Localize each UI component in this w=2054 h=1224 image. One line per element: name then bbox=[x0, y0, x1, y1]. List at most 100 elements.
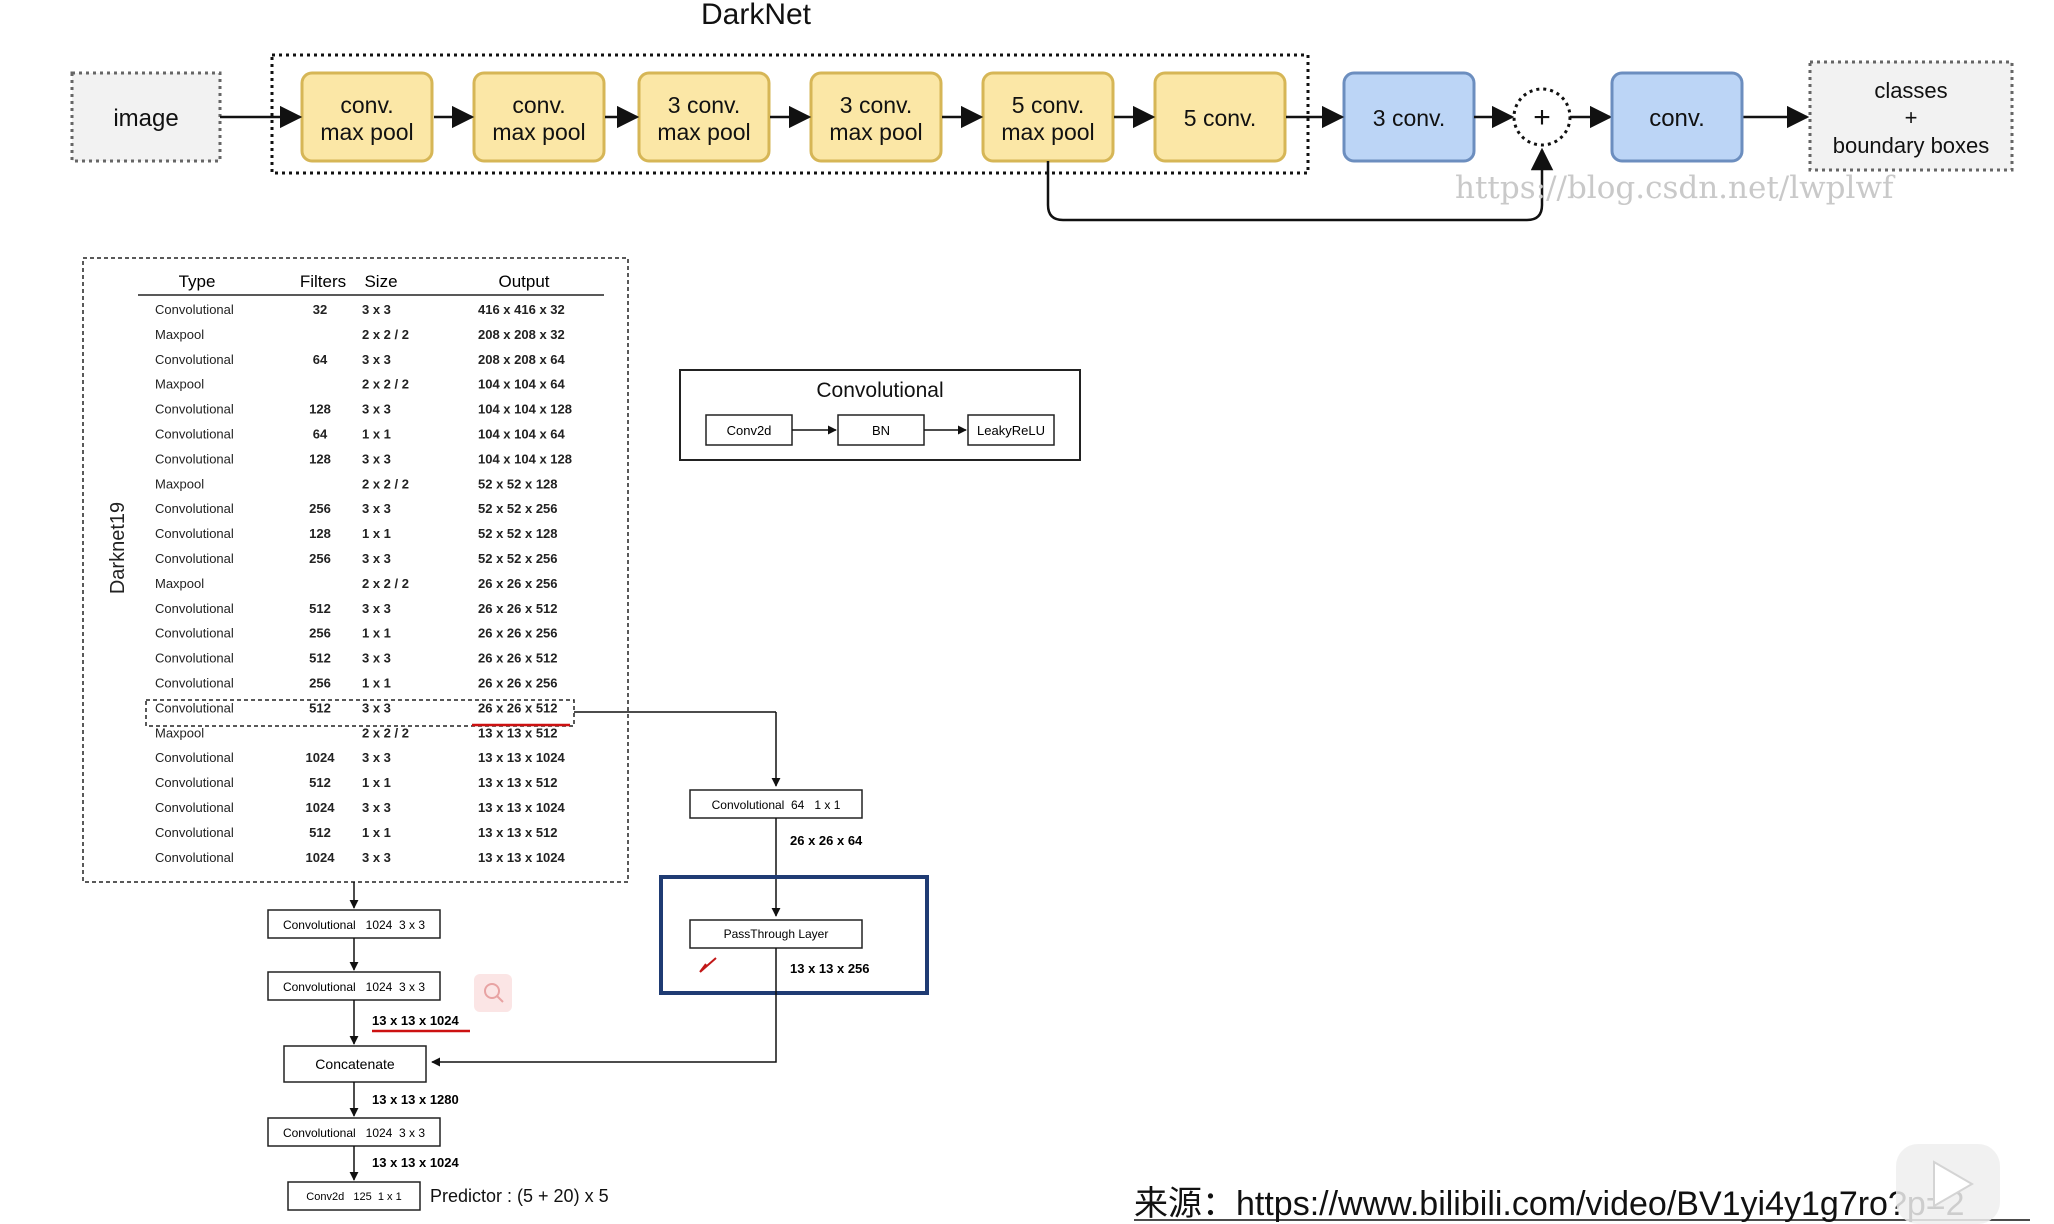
table-cell-type: Convolutional bbox=[155, 302, 234, 317]
pipeline-block-6: 5 conv. bbox=[1153, 71, 1287, 163]
conv-module: Convolutional Conv2d BN LeakyReLU bbox=[679, 369, 1081, 461]
pipeline-block-7-label-1: 3 conv. bbox=[1373, 105, 1445, 131]
head-shape-concat: 13 x 13 x 1280 bbox=[372, 1092, 459, 1107]
passthrough-conv-label: Convolutional 64 1 x 1 bbox=[712, 798, 841, 812]
table-cell-output: 13 x 13 x 512 bbox=[478, 825, 558, 840]
table-cell-type: Maxpool bbox=[155, 725, 204, 740]
merge-node: + bbox=[1512, 87, 1572, 147]
head-concat: Concatenate bbox=[315, 1056, 395, 1072]
table-cell-size: 2 x 2 / 2 bbox=[362, 327, 409, 342]
passthrough-layer-label: PassThrough Layer bbox=[724, 927, 829, 941]
head-final-conv: Conv2d 125 1 x 1 bbox=[306, 1191, 401, 1203]
table-cell-filters: 256 bbox=[309, 501, 331, 516]
pipeline-block-2: conv.max pool bbox=[472, 71, 606, 163]
pipeline-block-3-label-1: 3 conv. bbox=[668, 92, 740, 118]
table-cell-type: Maxpool bbox=[155, 377, 204, 392]
table-cell-filters: 64 bbox=[313, 352, 328, 367]
play-button[interactable] bbox=[1896, 1144, 2000, 1224]
search-icon bbox=[474, 974, 512, 1012]
table-cell-output: 13 x 13 x 512 bbox=[478, 725, 558, 740]
table-cell-filters: 128 bbox=[309, 526, 331, 541]
passthrough-branch: Convolutional 64 1 x 1 26 x 26 x 64 Pass… bbox=[431, 711, 929, 1067]
pipeline-block-4-label-1: 3 conv. bbox=[840, 92, 912, 118]
table-cell-size: 3 x 3 bbox=[362, 700, 391, 715]
passthrough-highlight-box bbox=[659, 875, 929, 995]
table-cell-type: Convolutional bbox=[155, 700, 234, 715]
table-cell-size: 1 x 1 bbox=[362, 427, 391, 442]
conv-module-step-conv2d: Conv2d bbox=[727, 423, 772, 438]
table-cell-filters: 256 bbox=[309, 551, 331, 566]
header-type: Type bbox=[179, 272, 216, 291]
passthrough-conv-shape: 26 x 26 x 64 bbox=[790, 833, 863, 848]
table-cell-size: 3 x 3 bbox=[362, 601, 391, 616]
table-cell-type: Convolutional bbox=[155, 352, 234, 367]
table-cell-size: 3 x 3 bbox=[362, 402, 391, 417]
table-cell-filters: 128 bbox=[309, 402, 331, 417]
table-cell-filters: 512 bbox=[309, 601, 331, 616]
table-cell-size: 3 x 3 bbox=[362, 651, 391, 666]
table-cell-output: 104 x 104 x 64 bbox=[478, 377, 566, 392]
table-cell-size: 3 x 3 bbox=[362, 850, 391, 865]
table-cell-type: Maxpool bbox=[155, 327, 204, 342]
table-cell-type: Convolutional bbox=[155, 601, 234, 616]
table-cell-output: 26 x 26 x 256 bbox=[478, 626, 558, 641]
table-cell-output: 52 x 52 x 256 bbox=[478, 501, 558, 516]
table-cell-size: 1 x 1 bbox=[362, 825, 391, 840]
pipeline-arrows bbox=[220, 105, 1810, 222]
table-cell-filters: 32 bbox=[313, 302, 327, 317]
diagram-title: DarkNet bbox=[701, 0, 812, 31]
table-cell-output: 26 x 26 x 512 bbox=[478, 651, 558, 666]
head-stack: Convolutional 1024 3 x 3 Convolutional 1… bbox=[267, 882, 609, 1211]
passthrough-layer-shape: 13 x 13 x 256 bbox=[790, 961, 870, 976]
head-conv-b: Convolutional 1024 3 x 3 bbox=[283, 980, 425, 994]
table-cell-type: Maxpool bbox=[155, 576, 204, 591]
table-cell-filters: 128 bbox=[309, 451, 331, 466]
conv-module-step-bn: BN bbox=[872, 423, 890, 438]
table-cell-filters: 64 bbox=[313, 427, 328, 442]
pipeline-block-1-label-1: conv. bbox=[340, 92, 393, 118]
final-conv-node: conv. bbox=[1610, 71, 1744, 163]
table-header: Type Filters Size Output bbox=[138, 272, 604, 296]
pipeline-block-2-label-2: max pool bbox=[492, 119, 585, 145]
table-cell-output: 104 x 104 x 128 bbox=[478, 402, 572, 417]
darknet19-side-label: Darknet19 bbox=[107, 502, 129, 594]
merge-symbol: + bbox=[1533, 101, 1551, 134]
table-cell-type: Convolutional bbox=[155, 825, 234, 840]
table-cell-size: 3 x 3 bbox=[362, 451, 391, 466]
table-cell-filters: 512 bbox=[309, 700, 331, 715]
table-cell-output: 416 x 416 x 32 bbox=[478, 302, 565, 317]
table-cell-size: 2 x 2 / 2 bbox=[362, 725, 409, 740]
table-cell-size: 3 x 3 bbox=[362, 352, 391, 367]
pipeline-block-7: 3 conv. bbox=[1342, 71, 1476, 163]
table-cell-size: 3 x 3 bbox=[362, 302, 391, 317]
table-cell-output: 13 x 13 x 1024 bbox=[478, 750, 566, 765]
pipeline-block-5: 5 conv.max pool bbox=[981, 71, 1115, 163]
pipeline-block-2-label-1: conv. bbox=[512, 92, 565, 118]
pipeline-block-5-label-2: max pool bbox=[1001, 119, 1094, 145]
table-cell-type: Convolutional bbox=[155, 800, 234, 815]
pipeline-block-1-label-2: max pool bbox=[320, 119, 413, 145]
final-conv-label: conv. bbox=[1649, 105, 1705, 132]
table-cell-type: Convolutional bbox=[155, 750, 234, 765]
table-cell-size: 1 x 1 bbox=[362, 626, 391, 641]
pipeline-block-1: conv.max pool bbox=[300, 71, 434, 163]
table-cell-output: 52 x 52 x 128 bbox=[478, 526, 558, 541]
table-cell-output: 104 x 104 x 64 bbox=[478, 427, 566, 442]
output-line-2: + bbox=[1905, 105, 1918, 130]
